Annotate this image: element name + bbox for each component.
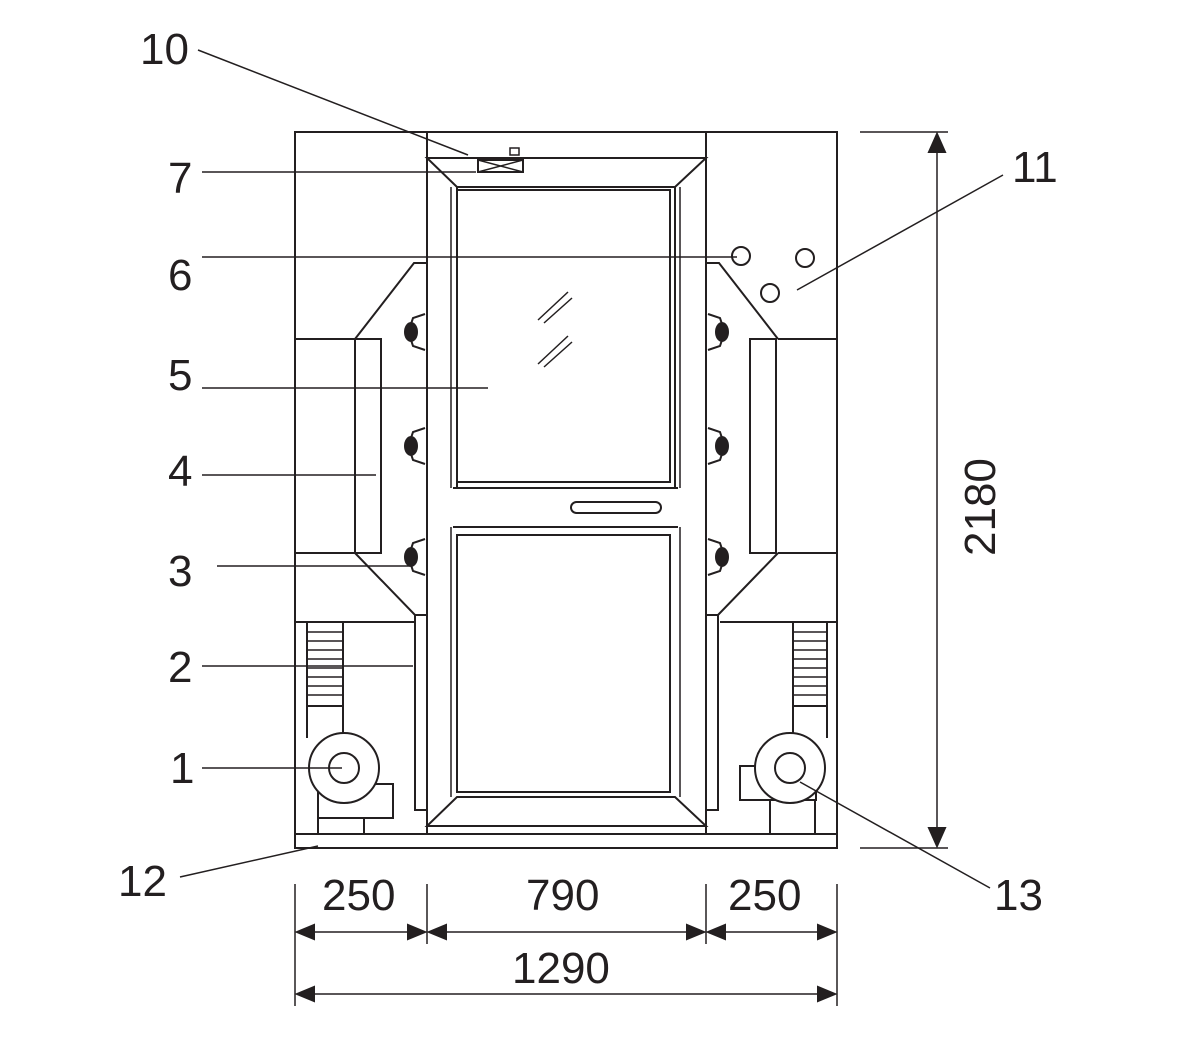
callout-13: 13 [994, 871, 1043, 920]
right-hepa-filter [749, 338, 777, 554]
top-lamp [477, 147, 524, 173]
leader-lines [179, 49, 1004, 889]
base-plinth [294, 833, 838, 849]
left-pre-filter [414, 614, 428, 811]
right-nozzles [707, 313, 729, 576]
nozzle [404, 427, 426, 465]
dimension-center-width: 790 [526, 871, 599, 920]
dimension-height: 2180 [956, 458, 1005, 556]
nozzle [404, 313, 426, 351]
callout-10: 10 [140, 25, 189, 74]
callout-labels: 10 7 6 5 4 3 2 1 11 12 13 [118, 25, 1058, 920]
nozzle [707, 427, 729, 465]
right-blower-fan [739, 732, 826, 835]
nozzle [404, 538, 426, 576]
left-flex-duct [306, 621, 344, 738]
left-blower-fan [308, 732, 394, 835]
callout-6: 6 [168, 251, 192, 300]
dimension-total-width: 1290 [512, 944, 610, 993]
callout-2: 2 [168, 643, 192, 692]
dimension-left-width: 250 [322, 871, 395, 920]
callout-5: 5 [168, 351, 192, 400]
left-hepa-filter [354, 338, 382, 554]
callout-12: 12 [118, 857, 167, 906]
left-nozzles [404, 313, 426, 576]
dimension-lines [294, 131, 948, 1006]
side-panel-seams [295, 338, 837, 623]
door-handle [570, 501, 662, 514]
nozzle [707, 538, 729, 576]
control-buttons [731, 246, 815, 303]
callout-1: 1 [170, 744, 194, 793]
callout-3: 3 [168, 547, 192, 596]
right-flex-duct [792, 621, 828, 738]
door-lower-panel [456, 534, 671, 793]
door [424, 157, 709, 835]
dimension-right-width: 250 [728, 871, 801, 920]
door-glass-panel [456, 189, 671, 483]
callout-11: 11 [1012, 143, 1058, 192]
right-pre-filter [705, 614, 719, 811]
dimension-labels: 250 790 250 1290 2180 [322, 458, 1005, 993]
nozzle [707, 313, 729, 351]
callout-4: 4 [168, 447, 192, 496]
callout-7: 7 [168, 154, 192, 203]
